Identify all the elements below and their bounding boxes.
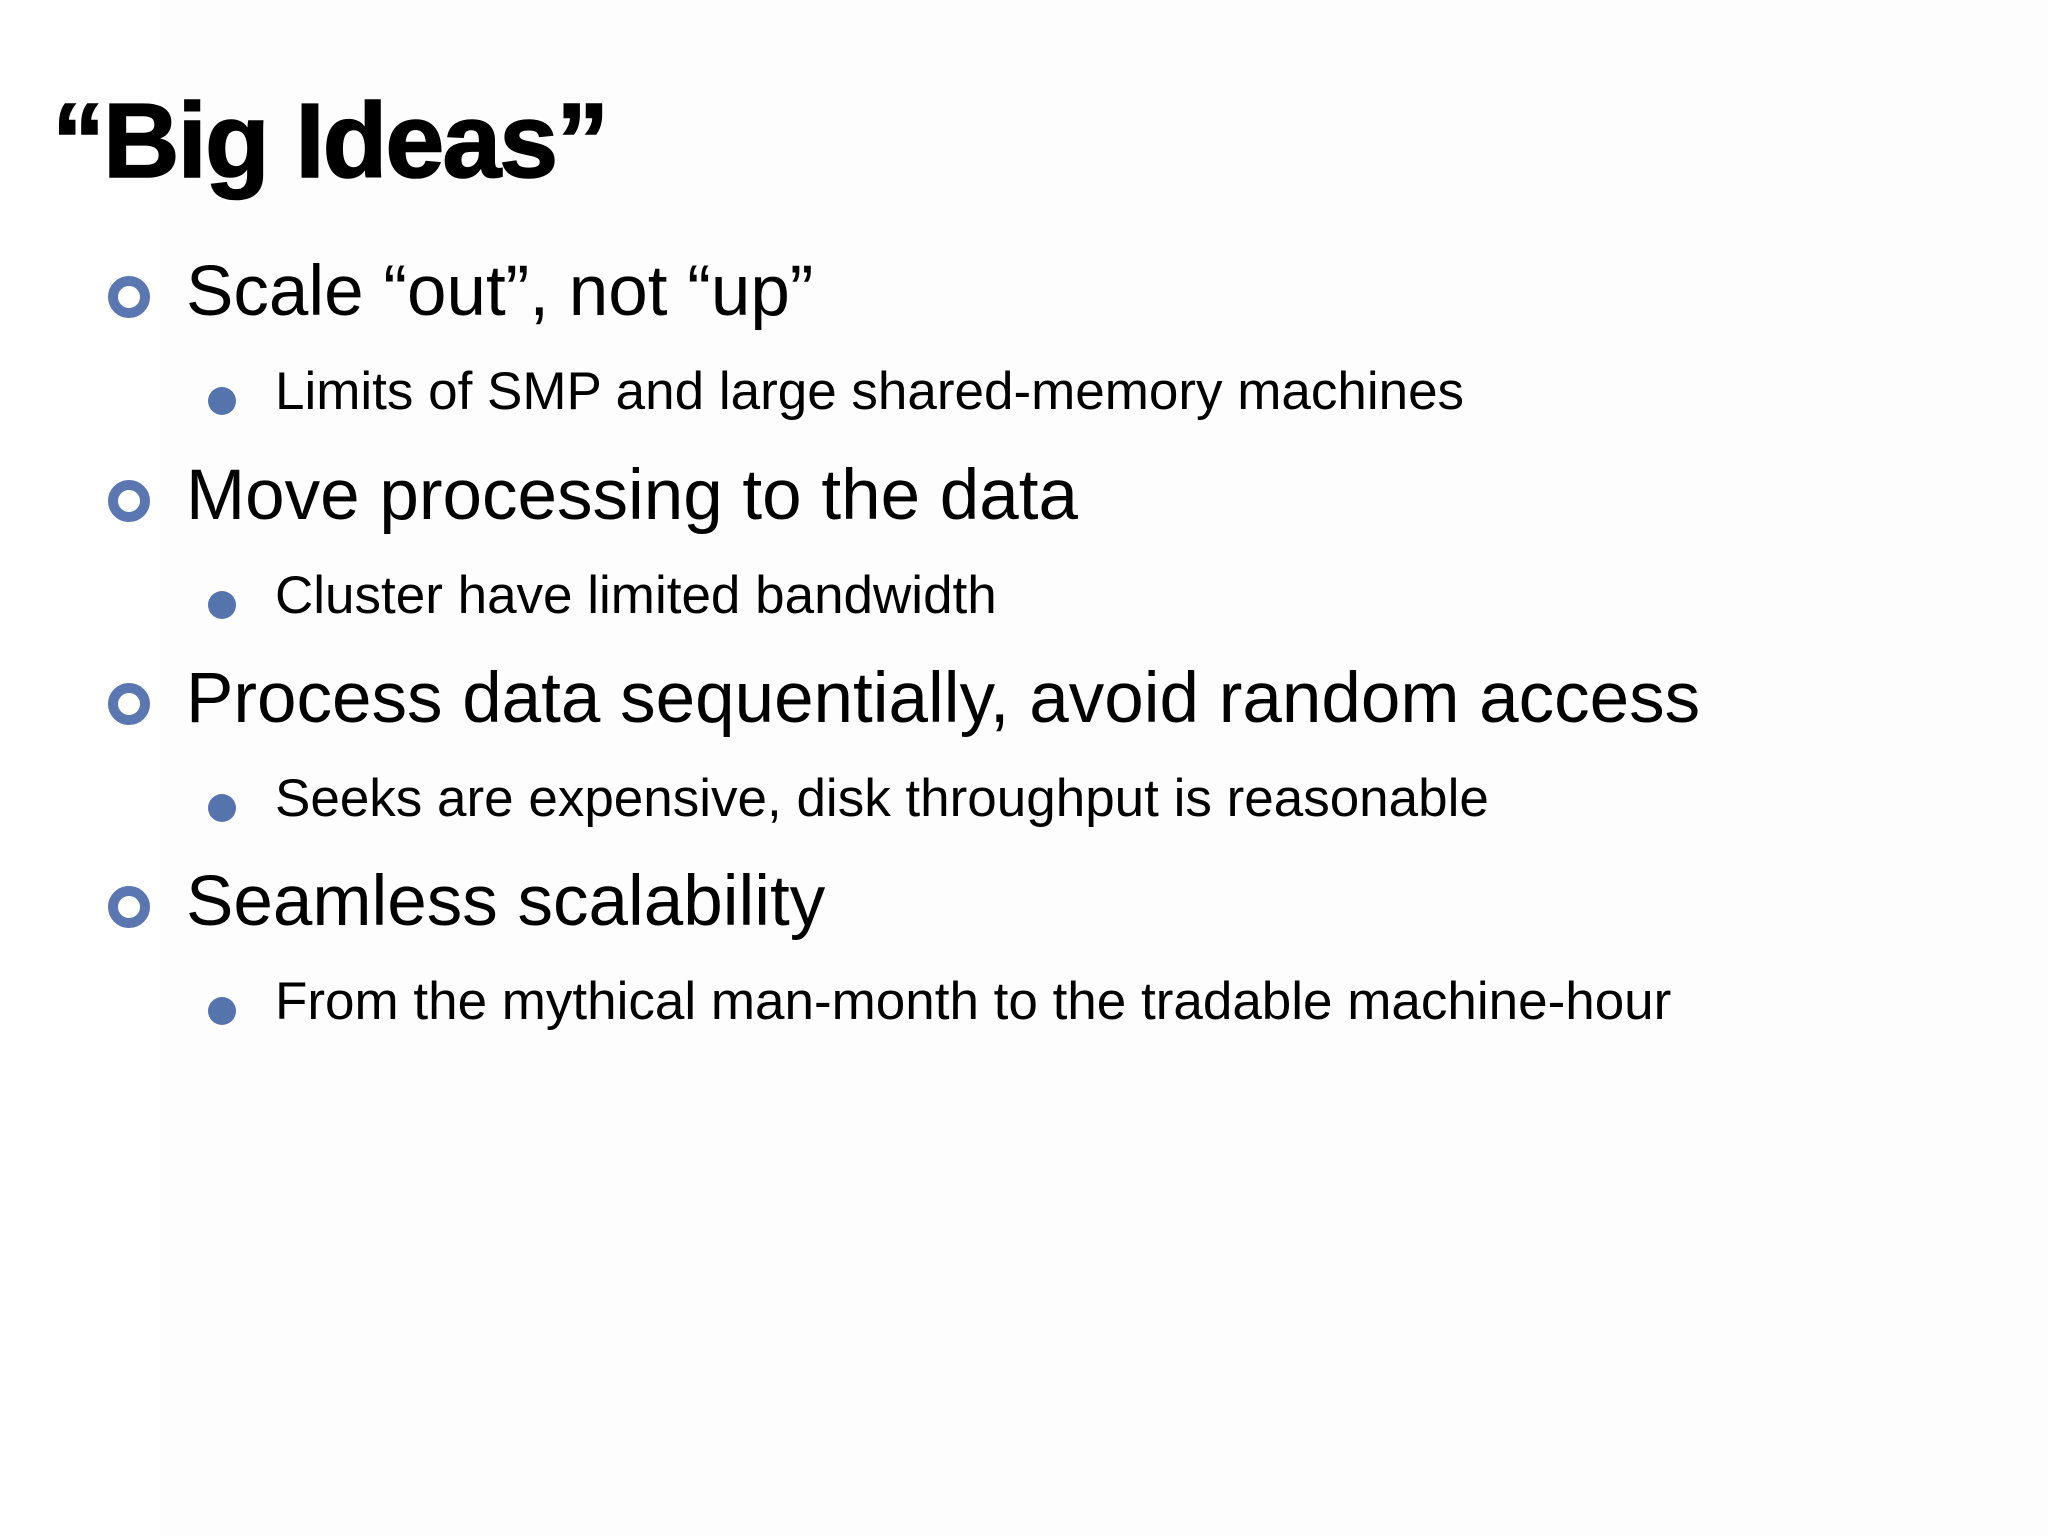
bullet-item: Move processing to the data (0, 455, 2048, 535)
bullet-text: Scale “out”, not “up” (186, 251, 814, 331)
bullet-text: Move processing to the data (186, 455, 1078, 535)
bullet-text: Seamless scalability (186, 861, 826, 941)
bullet-item: Process data sequentially, avoid random … (0, 658, 2048, 738)
bullet-dot-icon (208, 387, 236, 415)
sub-bullet-text: Cluster have limited bandwidth (275, 565, 997, 625)
bullet-dot-icon (208, 591, 236, 619)
sub-bullet-item: Seeks are expensive, disk throughput is … (0, 768, 2048, 828)
sub-bullet-item: From the mythical man-month to the trada… (0, 971, 2048, 1031)
slide-title: “Big Ideas” (51, 82, 610, 200)
bullet-item: Seamless scalability (0, 861, 2048, 941)
sub-bullet-item: Limits of SMP and large shared-memory ma… (0, 361, 2048, 421)
bullet-ring-icon (108, 480, 150, 522)
slide-left-edge (0, 0, 160, 1536)
bullet-dot-icon (208, 794, 236, 822)
sub-bullet-item: Cluster have limited bandwidth (0, 565, 2048, 625)
sub-bullet-text: Seeks are expensive, disk throughput is … (275, 768, 1489, 828)
bullet-item: Scale “out”, not “up” (0, 251, 2048, 331)
bullet-text: Process data sequentially, avoid random … (186, 658, 1701, 738)
bullet-ring-icon (108, 683, 150, 725)
bullet-dot-icon (208, 997, 236, 1025)
bullet-ring-icon (108, 276, 150, 318)
sub-bullet-text: Limits of SMP and large shared-memory ma… (275, 361, 1465, 421)
sub-bullet-text: From the mythical man-month to the trada… (275, 971, 1672, 1031)
bullet-ring-icon (108, 886, 150, 928)
